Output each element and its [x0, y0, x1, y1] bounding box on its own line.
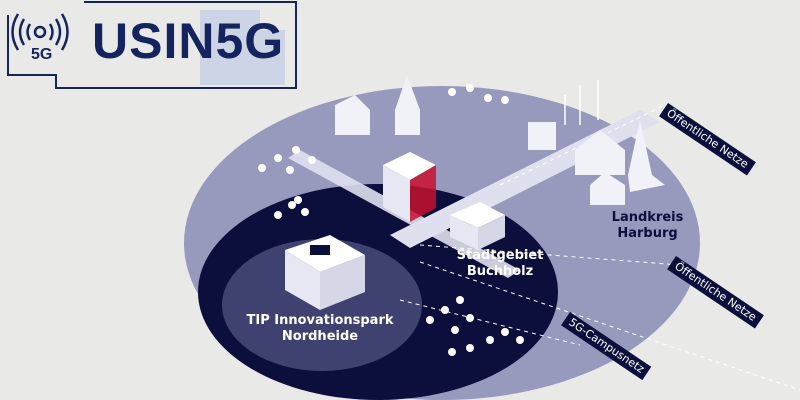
- city-label-line2: Buchholz: [466, 264, 534, 279]
- wind-turbines: [564, 80, 599, 125]
- city-building: [450, 202, 505, 250]
- building-watermark-icon: [200, 10, 285, 85]
- logo-title: USIN5G: [92, 13, 285, 69]
- county-label-line1: Landkreis: [611, 210, 684, 225]
- campus-label: TIP Innovationspark Nordheide: [245, 313, 395, 345]
- city-office-building: [383, 152, 436, 222]
- signal-icon: [11, 13, 69, 51]
- campus-label-line1: TIP Innovationspark: [246, 313, 394, 328]
- logo-5g-badge: 5G: [31, 46, 53, 63]
- trees: [258, 84, 524, 356]
- city-label: Stadtgebiet Buchholz: [445, 248, 555, 280]
- campus-building: [285, 235, 365, 310]
- logo-frame: [7, 1, 297, 89]
- county-houses: [335, 75, 665, 205]
- campus-label-line2: Nordheide: [281, 329, 359, 344]
- county-label: Landkreis Harburg: [600, 210, 695, 242]
- county-label-line2: Harburg: [617, 226, 678, 241]
- city-label-line1: Stadtgebiet: [456, 248, 544, 263]
